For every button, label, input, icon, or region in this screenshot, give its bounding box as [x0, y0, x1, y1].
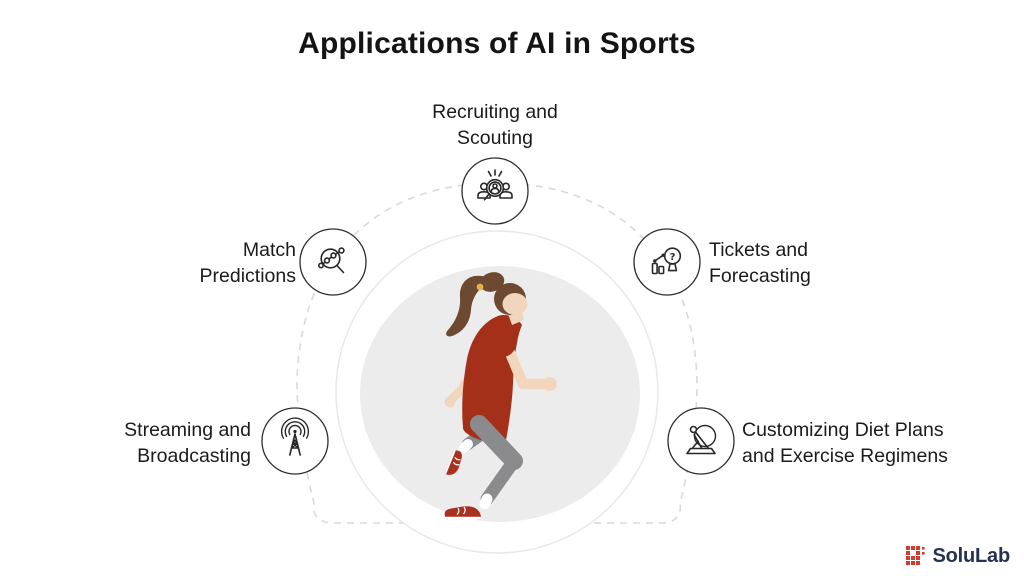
label-line: Predictions [199, 265, 296, 287]
magnifier-handle [336, 264, 345, 274]
network-node [318, 262, 325, 269]
spark-lines [487, 169, 503, 177]
runner-sleeve [494, 327, 518, 357]
network-node [323, 257, 331, 264]
runner-front-sock [479, 493, 493, 510]
label-diet-exercise: Customizing Diet Plans and Exercise Regi… [742, 417, 992, 469]
trend-line [654, 254, 664, 262]
runner-hair-puff [479, 272, 505, 292]
runner-face [502, 293, 528, 315]
runner-front-thigh [470, 415, 523, 470]
recruiting-scouting-icon [461, 157, 529, 225]
label-line: Match [242, 239, 296, 261]
tower-legs [289, 433, 301, 456]
runner-illustration [444, 272, 557, 520]
streaming-broadcasting-icon [261, 407, 329, 475]
center-person-body [490, 187, 500, 192]
antenna-dot [293, 429, 297, 434]
label-line: Customizing Diet Plans [742, 419, 944, 441]
magnifier-lens-inner [488, 181, 502, 195]
bar-2 [658, 265, 665, 275]
label-line: Recruiting and [432, 101, 558, 123]
runner-ponytail [446, 275, 488, 337]
runner-front-arm [500, 337, 551, 390]
label-match-predictions: Match Predictions [140, 237, 296, 289]
magnifier-stand [667, 263, 678, 272]
question-mark: ? [670, 252, 676, 263]
label-line: Tickets and [709, 239, 808, 261]
tower-braces [290, 438, 300, 449]
tickets-forecasting-icon: ? [633, 228, 701, 296]
magnifier-handle [483, 193, 490, 201]
label-line: and Exercise Regimens [742, 445, 948, 467]
figure-body [691, 431, 710, 450]
solulab-wordmark: SoluLab [932, 545, 1011, 567]
label-recruiting-scouting: Recruiting and Scouting [395, 99, 595, 151]
label-line: Forecasting [709, 265, 811, 287]
solulab-logomark-icon [905, 546, 925, 565]
runner-back-shoe [445, 450, 462, 475]
icon-circle [299, 228, 367, 296]
runner-front-fist [543, 377, 557, 391]
exercise-mat [686, 447, 716, 455]
solulab-logo: SoluLab [905, 545, 1011, 568]
label-tickets-forecasting: Tickets and Forecasting [709, 237, 929, 289]
icon-circle [667, 407, 735, 475]
match-predictions-icon [299, 228, 367, 296]
trend-dot [653, 259, 657, 263]
network-node [338, 247, 345, 254]
runner-hair-tie [476, 283, 484, 291]
label-line: Streaming and [124, 419, 251, 441]
label-line: Scouting [457, 127, 533, 149]
label-streaming-broadcasting: Streaming and Broadcasting [56, 417, 251, 469]
network-node [330, 252, 337, 259]
runner-back-fist [444, 396, 456, 408]
runner-back-sock [459, 439, 473, 453]
diet-exercise-icon [667, 407, 735, 475]
runner-front-calf [480, 454, 521, 506]
runner-front-shoe [444, 506, 482, 520]
page-title: Applications of AI in Sports [298, 27, 696, 60]
signal-waves [280, 417, 310, 439]
bar-1 [651, 262, 658, 275]
figure-head [689, 425, 698, 434]
label-line: Broadcasting [137, 445, 251, 467]
magnifier-lens [320, 248, 341, 269]
